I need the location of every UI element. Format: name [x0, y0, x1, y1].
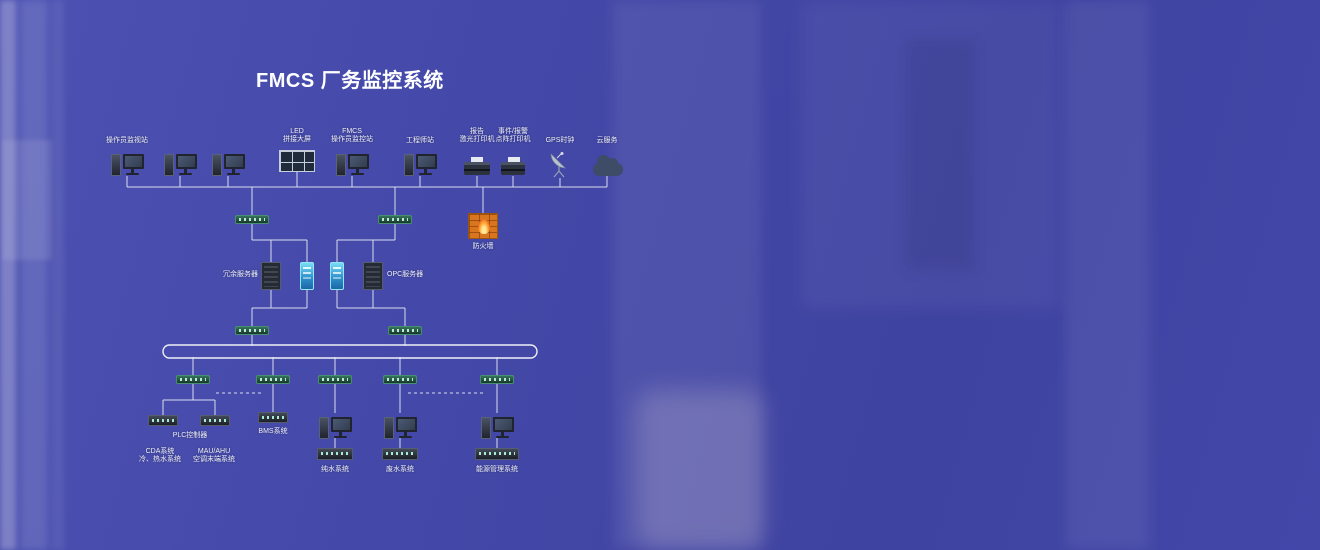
network-switch-icon	[383, 375, 417, 384]
label-pure-water-system: 纯水系统	[321, 466, 349, 473]
monitor-stand	[334, 432, 347, 438]
workstation-icon	[163, 150, 197, 178]
network-switch-icon	[235, 326, 269, 335]
label-energy-system: 能源管理系统	[476, 466, 518, 473]
label-dot-printer: 事件/报警 点阵打印机	[495, 128, 531, 143]
network-switch-icon	[318, 375, 352, 384]
workstation-icon	[335, 150, 369, 178]
cloud-icon	[593, 155, 623, 176]
network-switch-icon	[235, 215, 269, 224]
monitor-stand	[419, 169, 432, 175]
label-waste-water-system: 废水系统	[386, 466, 414, 473]
label-cda-system: CDA系统 冷、热水系统	[139, 448, 181, 463]
plc-rack-icon	[200, 415, 230, 426]
monitor-stand	[126, 169, 139, 175]
network-switch-icon	[176, 375, 210, 384]
label-engineer-station: 工程师站	[406, 137, 434, 144]
controller-rack-icon	[382, 448, 418, 460]
laser-printer-icon	[464, 157, 490, 176]
firewall-icon	[468, 213, 498, 239]
ring-network	[162, 344, 538, 359]
controller-rack-icon	[475, 448, 519, 460]
workstation-icon	[480, 413, 514, 441]
tower-server-icon	[300, 262, 314, 290]
network-switch-icon	[378, 215, 412, 224]
workstation-icon	[110, 150, 144, 178]
monitor-stand	[179, 169, 192, 175]
network-switch-icon	[480, 375, 514, 384]
controller-rack-icon	[317, 448, 353, 460]
label-redundant-server: 冗余服务器	[223, 271, 258, 278]
bms-rack-icon	[258, 412, 288, 423]
redundant-server-icon	[261, 262, 281, 290]
monitor-stand	[351, 169, 364, 175]
label-led-wall: LED 拼接大屏	[283, 128, 311, 143]
monitor-stand	[399, 432, 412, 438]
dotmatrix-printer-icon	[501, 157, 525, 176]
workstation-icon	[211, 150, 245, 178]
network-switch-icon	[256, 375, 290, 384]
label-firewall: 防火墙	[472, 243, 494, 250]
label-plc-controller: PLC控制器	[172, 432, 208, 439]
monitor-stand	[227, 169, 240, 175]
label-bms-system: BMS系统	[258, 428, 288, 435]
tower-server-icon	[330, 262, 344, 290]
monitor-stand	[496, 432, 509, 438]
diagram-title: FMCS 厂务监控系统	[256, 70, 444, 92]
label-laser-printer: 报告 激光打印机	[459, 128, 495, 143]
label-cloud-service: 云服务	[596, 137, 618, 144]
label-fmcs-station: FMCS 操作员监控站	[331, 128, 373, 143]
satellite-dish-icon	[548, 151, 572, 183]
workstation-icon	[383, 413, 417, 441]
label-operator-station: 操作员监视站	[106, 137, 148, 144]
plc-rack-icon	[148, 415, 178, 426]
label-mau-ahu-system: MAU/AHU 空调末端系统	[193, 448, 235, 463]
network-switch-icon	[388, 326, 422, 335]
label-gps-clock: GPS时钟	[545, 137, 575, 144]
workstation-icon	[318, 413, 352, 441]
led-videowall-icon	[279, 150, 315, 172]
workstation-icon	[403, 150, 437, 178]
label-opc-server: OPC服务器	[387, 271, 424, 278]
opc-server-icon	[363, 262, 383, 290]
